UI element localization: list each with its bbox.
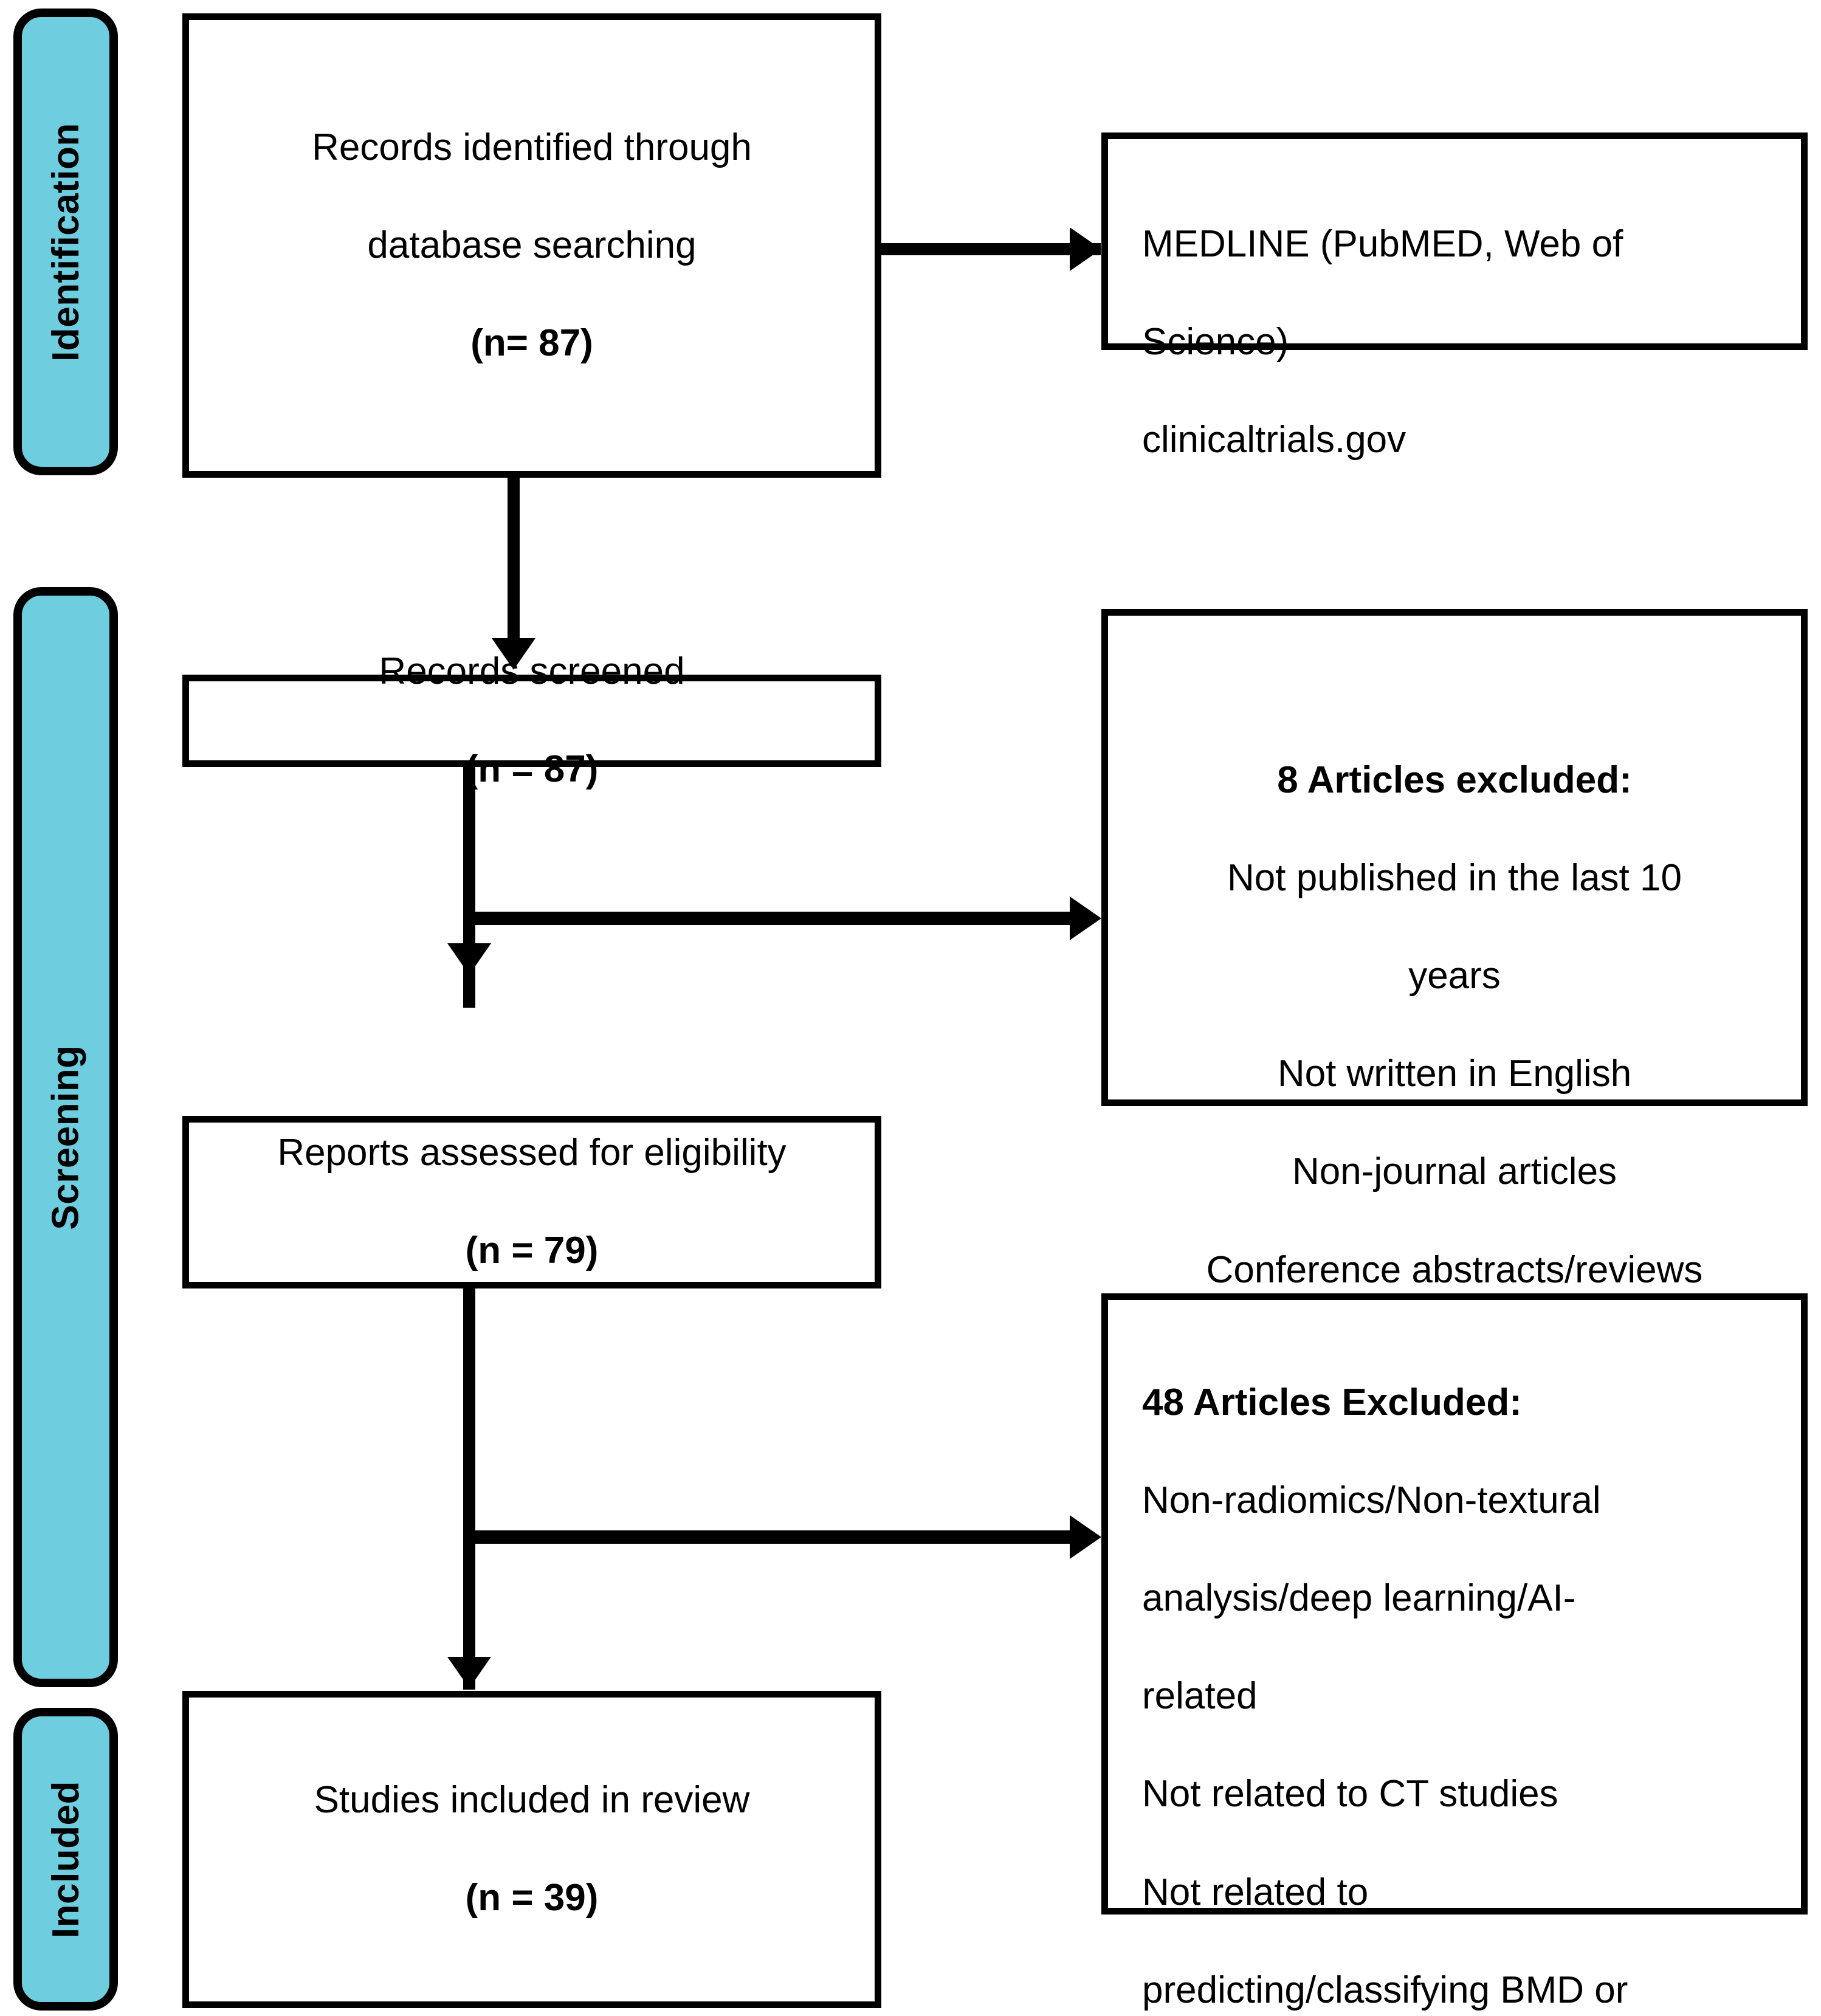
records-screened-count: (n = 87) — [465, 748, 599, 791]
arrowhead-identified-to-databases — [1070, 227, 1101, 271]
connector-identified-to-screened — [508, 478, 520, 642]
box-databases-text: MEDLINE (PubMED, Web of Science) clinica… — [1142, 145, 1784, 514]
box-studies-included-text: Studies included in review (n = 39) — [314, 1727, 750, 1972]
reports-assessed-count: (n = 79) — [465, 1230, 599, 1272]
box-excluded-48[interactable]: 48 Articles Excluded: Non-radiomics/Non-… — [1101, 1293, 1808, 2011]
excluded-8-line1: Not published in the last 10 — [1227, 856, 1682, 899]
box-reports-assessed[interactable]: Reports assessed for eligibility (n = 79… — [182, 1116, 881, 1288]
stage-label-screening: Screening — [44, 1044, 87, 1230]
studies-included-count: (n = 39) — [465, 1877, 599, 1919]
excluded-8-line3: Not written in English — [1277, 1053, 1632, 1095]
studies-included-line1: Studies included in review — [314, 1779, 750, 1822]
databases-line3: clinicaltrials.gov — [1142, 418, 1406, 461]
records-identified-line2: database searching — [367, 224, 697, 266]
connector-identified-to-databases — [881, 243, 1101, 255]
records-screened-line1: Records screened — [379, 650, 685, 693]
arrowhead-identified-to-screened — [492, 638, 535, 670]
arrowhead-reports-to-excluded48 — [1070, 1515, 1101, 1559]
excluded-48-line2: analysis/deep learning/AI- — [1142, 1577, 1576, 1619]
box-records-screened-text: Records screened (n = 87) — [379, 599, 684, 844]
excluded-48-line4: Not related to CT studies — [1142, 1773, 1558, 1815]
arrowhead-reports-to-studies — [447, 1657, 491, 1688]
box-studies-included[interactable]: Studies included in review (n = 39) — [182, 1691, 881, 2008]
excluded-8-heading: 8 Articles excluded: — [1277, 759, 1632, 801]
stage-pill-screening: Screening — [13, 587, 118, 1687]
excluded-8-line2: years — [1408, 954, 1501, 997]
stage-label-identification: Identification — [44, 122, 87, 362]
connector-reports-to-excluded48 — [463, 1530, 1089, 1544]
databases-line1: MEDLINE (PubMED, Web of — [1142, 222, 1623, 265]
records-identified-count: (n= 87) — [470, 322, 593, 364]
stage-pill-identification: Identification — [13, 9, 118, 475]
box-records-identified[interactable]: Records identified through database sear… — [182, 13, 881, 478]
box-excluded-48-text: 48 Articles Excluded: Non-radiomics/Non-… — [1142, 1306, 1784, 2016]
stage-pill-included: Included — [13, 1708, 118, 2011]
excluded-48-line5: Not related to — [1142, 1871, 1369, 1913]
stage-label-included: Included — [44, 1780, 87, 1938]
box-records-screened[interactable]: Records screened (n = 87) — [182, 650, 881, 790]
excluded-8-line5: Conference abstracts/reviews — [1206, 1248, 1703, 1291]
connector-screened-to-excluded8 — [463, 912, 1089, 925]
arrowhead-screened-to-excluded8 — [1070, 896, 1101, 940]
excluded-48-line1: Non-radiomics/Non-textural — [1142, 1479, 1601, 1521]
connector-reports-to-studies-trunk — [463, 1288, 475, 1690]
box-excluded-8-text: 8 Articles excluded: Not published in th… — [1124, 622, 1785, 1344]
box-excluded-8[interactable]: 8 Articles excluded: Not published in th… — [1101, 609, 1808, 1291]
databases-line2: Science) — [1142, 320, 1289, 363]
box-databases[interactable]: MEDLINE (PubMED, Web of Science) clinica… — [1101, 132, 1808, 461]
excluded-48-heading: 48 Articles Excluded: — [1142, 1381, 1522, 1423]
excluded-48-line6: predicting/classifying BMD or — [1142, 1969, 1628, 2011]
records-identified-line1: Records identified through — [312, 126, 752, 168]
excluded-48-line3: related — [1142, 1675, 1258, 1718]
box-records-identified-text: Records identified through database sear… — [312, 74, 752, 417]
box-reports-assessed-text: Reports assessed for eligibility (n = 79… — [277, 1080, 786, 1325]
reports-assessed-line1: Reports assessed for eligibility — [277, 1132, 787, 1174]
arrowhead-screened-to-reports — [447, 943, 491, 975]
excluded-8-line4: Non-journal articles — [1292, 1151, 1617, 1193]
